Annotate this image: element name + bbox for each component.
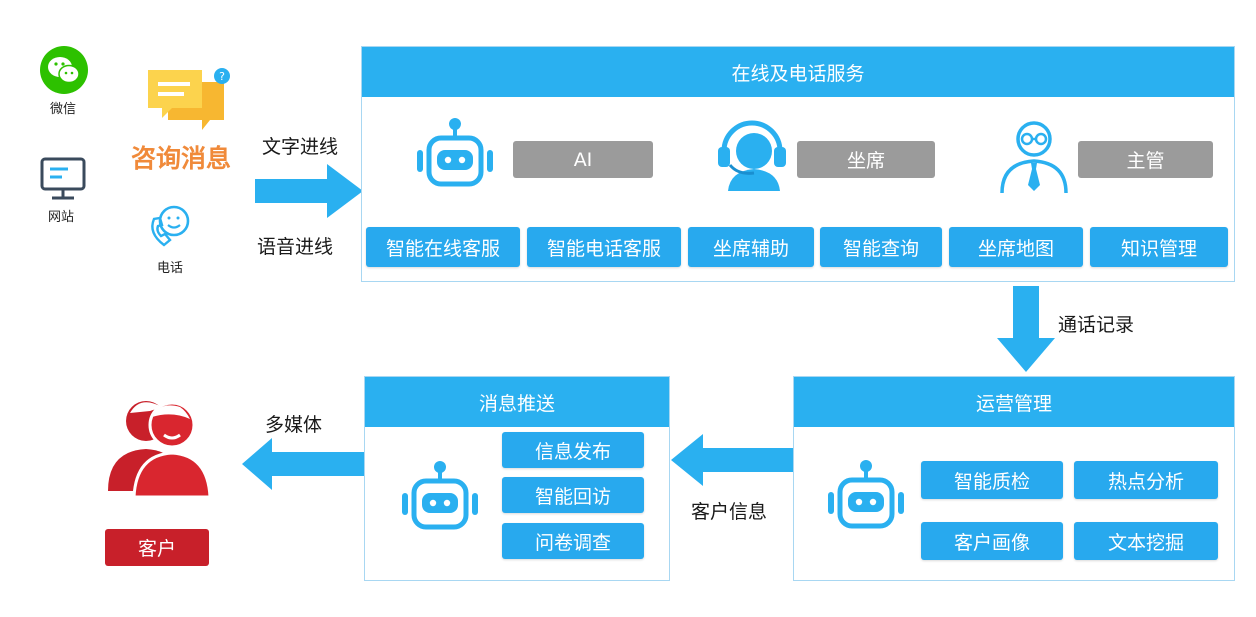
chat-bubbles-icon: ? <box>148 68 230 130</box>
monitor-icon <box>40 157 86 200</box>
robot-icon <box>402 461 478 530</box>
customer-label: 客户 <box>105 529 209 566</box>
headset-agent-icon <box>718 120 786 191</box>
wechat-icon <box>40 46 88 94</box>
feature-knowledge-mgmt[interactable]: 知识管理 <box>1090 227 1228 267</box>
feature-smart-online-service[interactable]: 智能在线客服 <box>366 227 520 267</box>
panel-title: 在线及电话服务 <box>362 47 1234 97</box>
robot-icon <box>417 118 493 187</box>
feature-agent-assist[interactable]: 坐席辅助 <box>688 227 814 267</box>
feature-text-mining[interactable]: 文本挖掘 <box>1074 522 1218 560</box>
call-records-label: 通话记录 <box>1058 314 1135 336</box>
phone-label: 电话 <box>157 261 184 276</box>
role-ai: AI <box>513 141 653 178</box>
feature-questionnaire[interactable]: 问卷调查 <box>502 523 644 559</box>
panel-title: 消息推送 <box>365 377 669 427</box>
role-agent: 坐席 <box>797 141 935 178</box>
feature-smart-revisit[interactable]: 智能回访 <box>502 477 644 513</box>
multimedia-label: 多媒体 <box>265 414 323 436</box>
wechat-label: 微信 <box>50 102 77 117</box>
left-arrow-multimedia <box>242 438 364 490</box>
website-label: 网站 <box>48 210 75 225</box>
feature-smart-query[interactable]: 智能查询 <box>820 227 942 267</box>
customers-icon <box>108 401 212 499</box>
feature-hotspot-analysis[interactable]: 热点分析 <box>1074 461 1218 499</box>
consult-label: 咨询消息 <box>131 144 232 173</box>
down-arrow <box>997 286 1055 372</box>
feature-info-publish[interactable]: 信息发布 <box>502 432 644 468</box>
customer-info-label: 客户信息 <box>691 501 768 523</box>
feature-agent-map[interactable]: 坐席地图 <box>949 227 1083 267</box>
incoming-arrow <box>255 164 363 218</box>
voice-in-label: 语音进线 <box>257 236 334 258</box>
manager-icon <box>1000 121 1068 194</box>
text-in-label: 文字进线 <box>262 136 339 158</box>
role-manager: 主管 <box>1078 141 1213 178</box>
left-arrow-customer-info <box>671 434 793 486</box>
robot-icon <box>828 460 904 529</box>
phone-icon <box>151 205 190 247</box>
svg-text:?: ? <box>219 70 225 83</box>
feature-smart-phone-service[interactable]: 智能电话客服 <box>527 227 681 267</box>
panel-title: 运营管理 <box>794 377 1234 427</box>
feature-smart-qc[interactable]: 智能质检 <box>921 461 1063 499</box>
feature-customer-profile[interactable]: 客户画像 <box>921 522 1063 560</box>
